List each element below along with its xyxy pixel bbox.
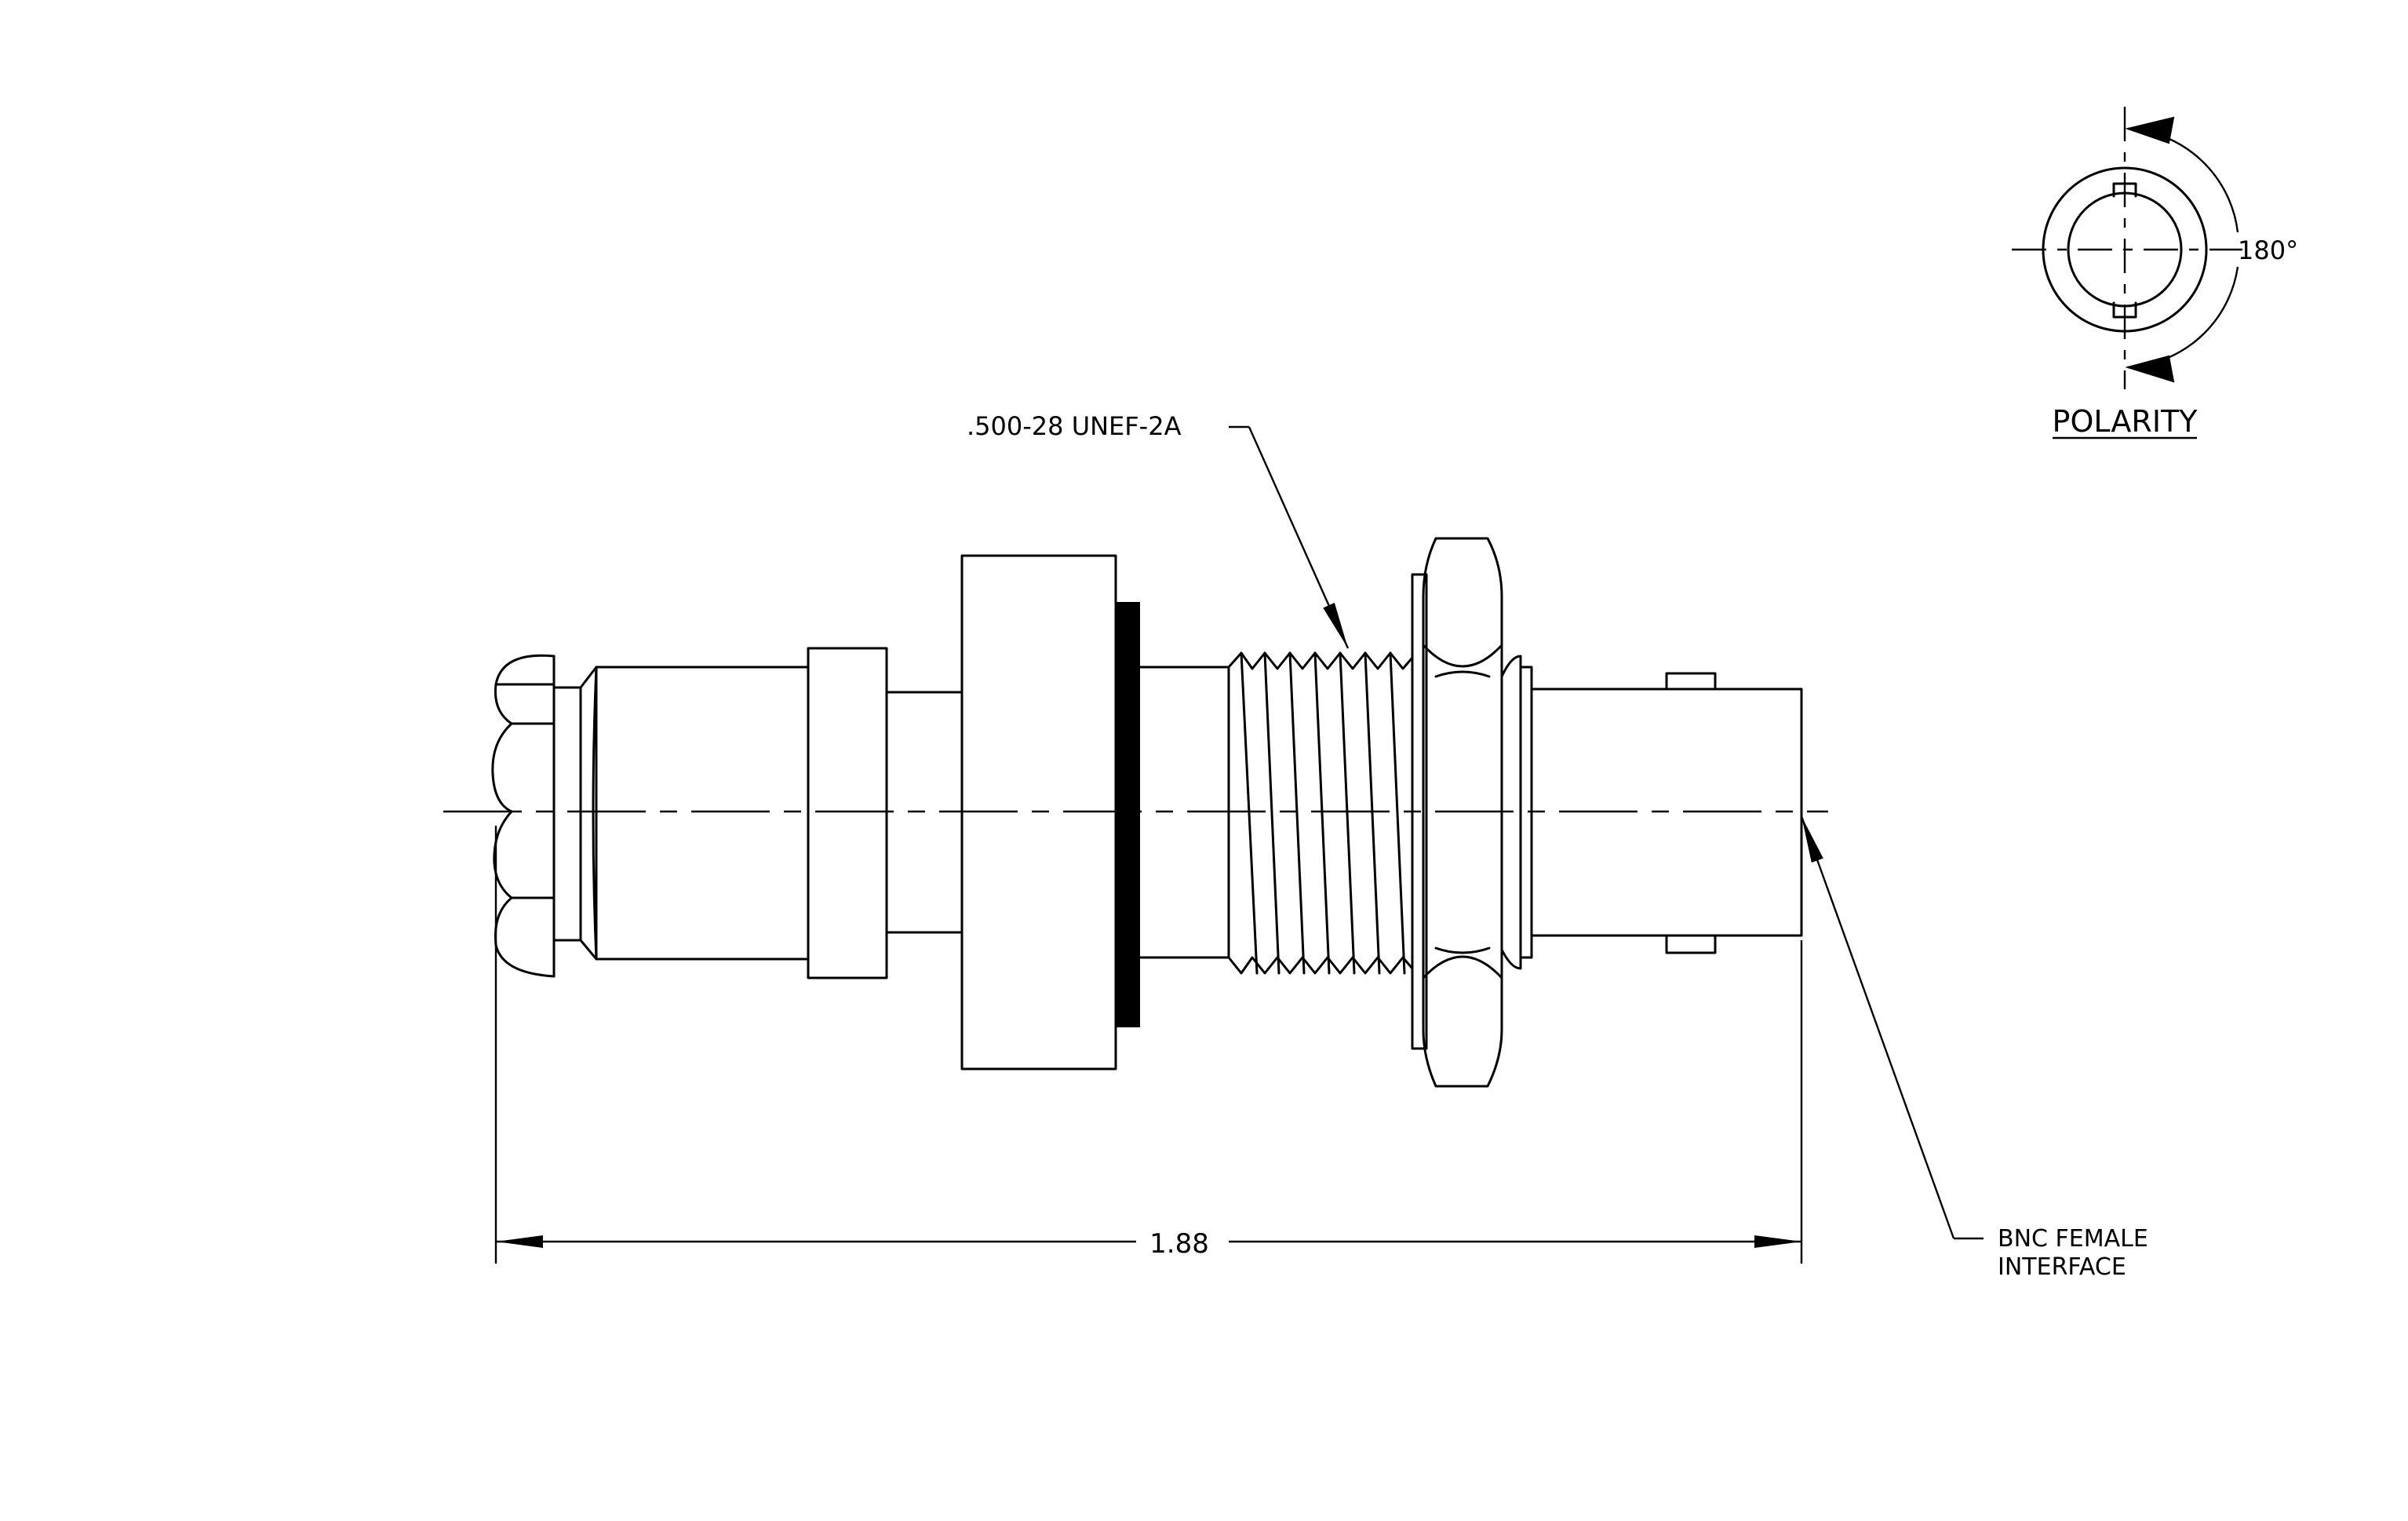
threaded-section [1227, 651, 1414, 975]
interface-label-line2: INTERFACE [1998, 1253, 2126, 1281]
shaft [885, 691, 964, 934]
rear-neck [552, 666, 598, 961]
polarity-key-top [2112, 182, 2137, 198]
polarity-title: POLARITY [2053, 404, 2199, 439]
bnc-front-barrel [1530, 672, 1803, 954]
polarity-rotation-arc [2127, 127, 2239, 369]
thread-callout: .500-28 UNEF-2A [967, 411, 1350, 649]
gasket [1115, 602, 1140, 1027]
front-sleeve [1519, 666, 1533, 959]
overall-length-label: 1.88 [1149, 1228, 1209, 1260]
polarity-view: 180° POLARITY [2012, 107, 2298, 440]
rear-body [592, 666, 810, 961]
lock-washer [1411, 573, 1428, 1050]
polarity-angle-label: 180° [2238, 235, 2298, 265]
connector-side-view [443, 537, 1828, 1088]
coupling-ring [807, 647, 888, 979]
polarity-outer-circle [2042, 166, 2208, 333]
thread-leader [1248, 426, 1350, 649]
rear-crimp-nut [491, 654, 556, 978]
interface-label-line1: BNC FEMALE [1998, 1225, 2148, 1253]
polarity-key-bottom [2112, 301, 2137, 319]
front-washer [1500, 655, 1522, 970]
body-neck [1138, 666, 1230, 959]
polarity-inner-circle [2067, 191, 2183, 308]
thread-spec-label: .500-28 UNEF-2A [967, 411, 1182, 441]
hex-nut [1422, 537, 1503, 1088]
polarity-arrowhead-top [2125, 116, 2175, 144]
polarity-arrowhead-bottom [2125, 355, 2175, 383]
interface-callout: BNC FEMALE INTERFACE [1800, 815, 2148, 1281]
overall-length-dimension: 1.88 [494, 826, 1803, 1264]
interface-leader [1800, 815, 1955, 1239]
